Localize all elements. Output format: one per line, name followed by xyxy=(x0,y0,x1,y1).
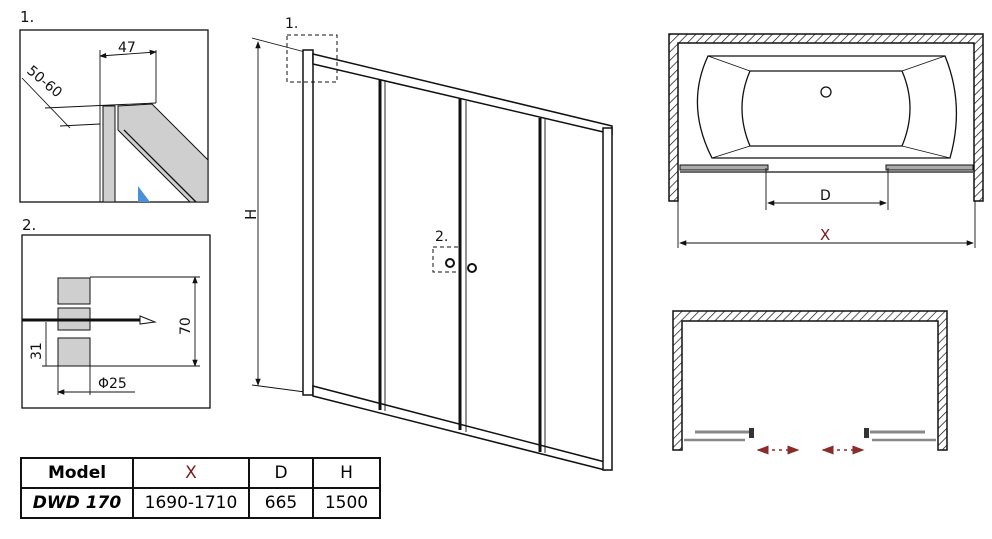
cell-model: DWD 170 xyxy=(20,487,134,519)
dim-70: 70 xyxy=(178,317,194,335)
detail-1: 1. 47 50-60 xyxy=(19,8,209,203)
plan-opening xyxy=(672,310,948,455)
header-d: D xyxy=(248,457,314,489)
detail-1-label: 1. xyxy=(20,8,34,26)
header-x: X xyxy=(132,457,250,489)
dim-50-60: 50-60 xyxy=(23,63,64,101)
header-model: Model xyxy=(20,457,134,489)
table-header-row: Model X D H xyxy=(20,457,381,489)
dim-31: 31 xyxy=(29,342,45,360)
dim-h: H xyxy=(242,209,260,220)
dimensions-table: Model X D H DWD 170 1690-1710 665 1500 xyxy=(20,457,381,519)
callout-1: 1. xyxy=(285,16,298,32)
detail-2-label: 2. xyxy=(22,216,36,234)
dim-x-label: X xyxy=(820,226,830,244)
dim-47: 47 xyxy=(118,40,136,56)
detail-2: 2. 70 31 Φ25 xyxy=(21,216,211,409)
header-h: H xyxy=(312,457,381,489)
cell-d: 665 xyxy=(248,487,314,519)
callout-2: 2. xyxy=(435,229,448,245)
door-elevation: H 1. 2. xyxy=(242,16,613,471)
dim-diameter: Φ25 xyxy=(98,376,127,392)
plan-bathtub: D X xyxy=(668,33,984,248)
dim-d-label: D xyxy=(820,188,831,204)
cell-x: 1690-1710 xyxy=(132,487,250,519)
table-row: DWD 170 1690-1710 665 1500 xyxy=(20,487,381,519)
cell-h: 1500 xyxy=(312,487,381,519)
